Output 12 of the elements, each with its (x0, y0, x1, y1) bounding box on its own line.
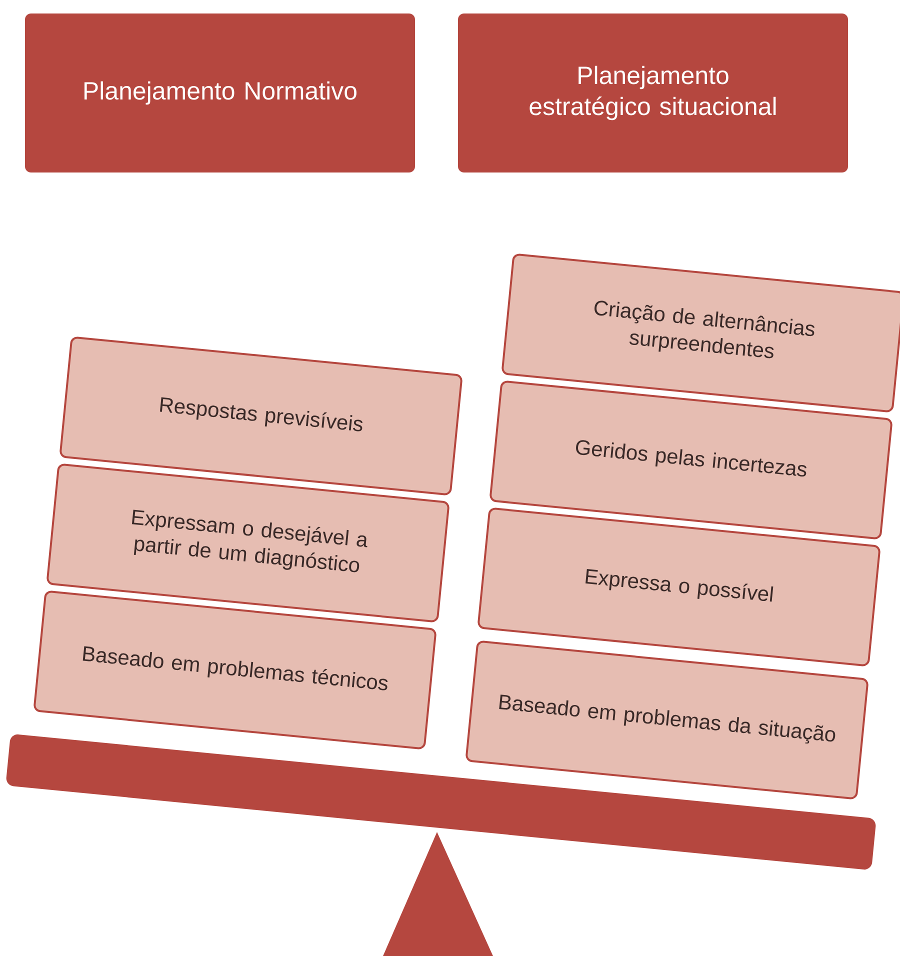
text-box: Baseado em problemas da situação (466, 640, 868, 800)
title-box: Planejamento estratégico situacional (458, 14, 848, 172)
text-box: Criação de alternâncias surpreendentes (502, 254, 900, 412)
text-box: Geridos pelas incertezas (490, 380, 892, 540)
text-box: Expressa o possível (478, 508, 880, 666)
text-box: Expressam o desejável a partir de um diagnóstico (46, 464, 450, 622)
text-box: Baseado em problemas técnicos (34, 590, 436, 750)
node-label: Geridos pelas incertezas (576, 440, 806, 477)
title-box: Planejamento Normativo (25, 14, 415, 172)
text-box: Respostas previsíveis (60, 336, 462, 496)
node-label: Expressa o possível (586, 569, 774, 602)
node-label: Criação de alternâncias surpreendentes (594, 300, 815, 358)
